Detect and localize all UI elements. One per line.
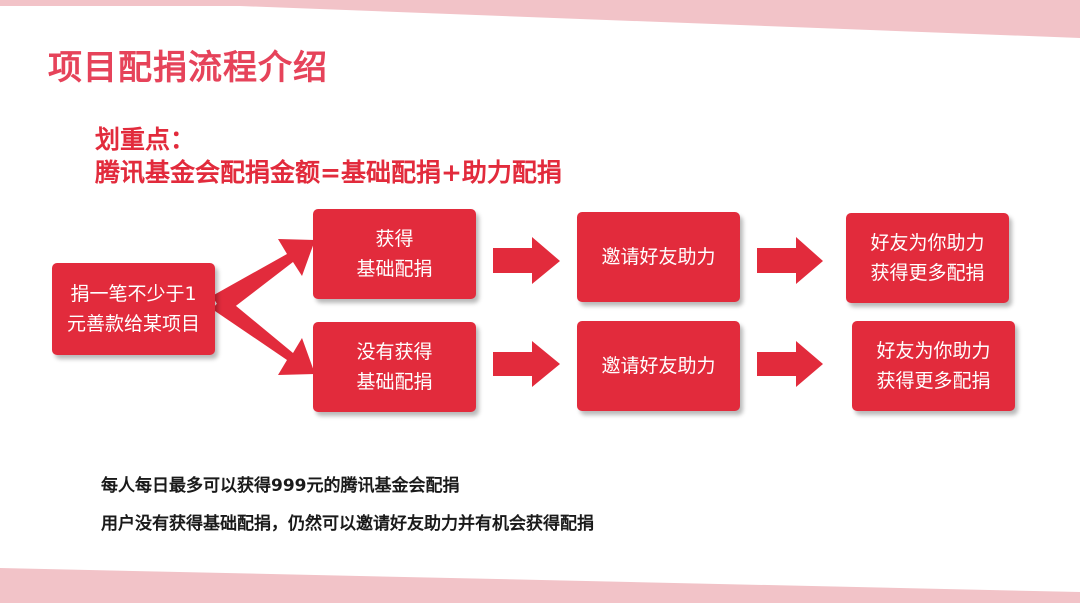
upper-step1-box: 获得 基础配捐 [313, 209, 476, 299]
top-decor-band [0, 0, 1080, 40]
lower-arrow-2 [757, 341, 823, 387]
lower-step2-line1: 邀请好友助力 [601, 355, 716, 377]
bottom-decor-band [0, 558, 1080, 603]
key-points-formula: 腾讯基金会配捐金额=基础配捐+助力配捐 [95, 158, 562, 187]
bottom-band-slant [0, 568, 1080, 603]
lower-step3-box: 好友为你助力 获得更多配捐 [852, 321, 1015, 411]
start-step-line2: 元善款给某项目 [66, 313, 200, 335]
upper-step2-line1: 邀请好友助力 [601, 246, 716, 268]
top-band-shape [0, 0, 1080, 40]
lower-step3-line1: 好友为你助力 [876, 340, 991, 362]
lower-step1-line1: 没有获得 [356, 341, 433, 363]
lower-step3-line2: 获得更多配捐 [876, 370, 991, 392]
page-title: 项目配捐流程介绍 [48, 48, 328, 88]
upper-step1-line2: 基础配捐 [356, 258, 433, 280]
lower-step1-box: 没有获得 基础配捐 [313, 322, 476, 412]
upper-step3-box: 好友为你助力 获得更多配捐 [846, 213, 1009, 303]
upper-step3-line2: 获得更多配捐 [870, 262, 985, 284]
upper-arrow-1 [493, 237, 560, 284]
start-step-line1: 捐一笔不少于1 [70, 283, 197, 305]
top-band-slant [0, 0, 1080, 38]
upper-step1-line1: 获得 [375, 228, 414, 250]
lower-step2-box: 邀请好友助力 [577, 321, 740, 411]
upper-step3-line1: 好友为你助力 [870, 232, 985, 254]
fork-arrow-lower [212, 296, 315, 375]
note-no-base-match: 用户没有获得基础配捐，仍然可以邀请好友助力并有机会获得配捐 [101, 514, 594, 534]
note-daily-limit: 每人每日最多可以获得999元的腾讯基金会配捐 [101, 476, 460, 496]
upper-arrow-2 [757, 237, 823, 284]
lower-step1-line2: 基础配捐 [356, 371, 433, 393]
bottom-band-shape [0, 568, 1080, 603]
lower-arrow-1 [493, 341, 560, 387]
upper-step2-box: 邀请好友助力 [577, 212, 740, 302]
fork-arrow-upper [212, 239, 315, 315]
start-step-box: 捐一笔不少于1 元善款给某项目 [52, 263, 215, 355]
key-points-heading: 划重点： [95, 125, 196, 154]
